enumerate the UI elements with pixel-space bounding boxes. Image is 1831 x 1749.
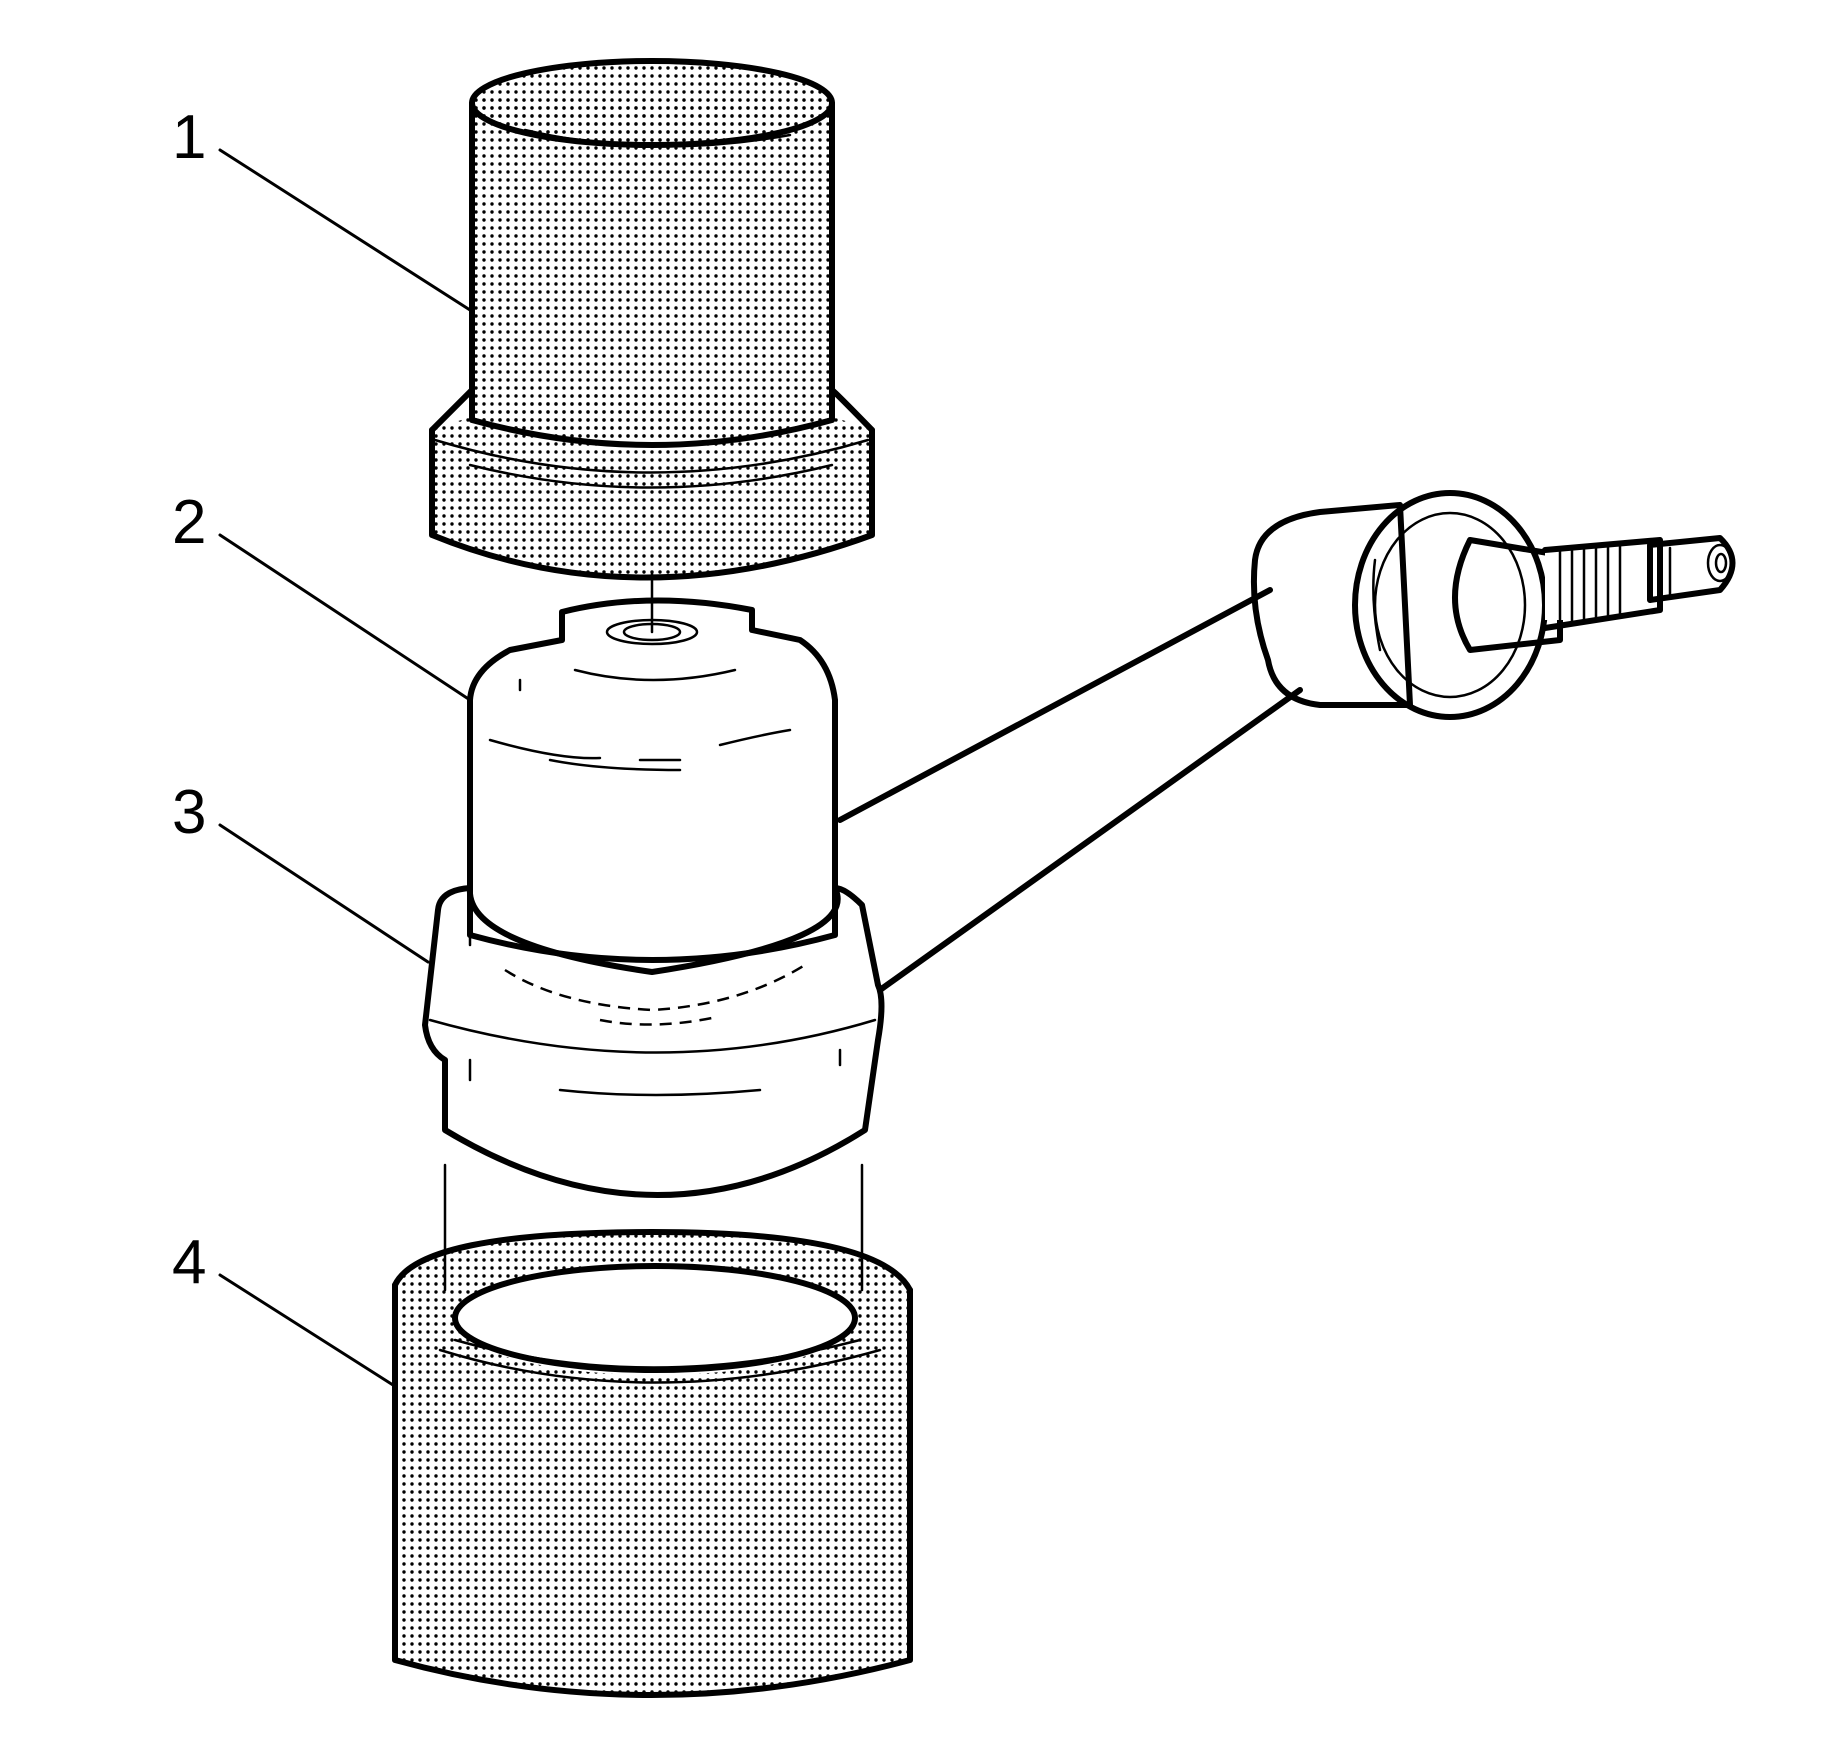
callout-1: 1 — [172, 103, 472, 312]
callout-number: 1 — [172, 103, 206, 172]
press-cup-icon — [429, 58, 875, 581]
control-arm-eye — [422, 885, 885, 1198]
callout-2: 2 — [172, 488, 472, 702]
callout-number: 3 — [172, 778, 206, 847]
bushing-icon — [467, 597, 838, 963]
callout-number: 4 — [172, 1228, 206, 1297]
callout-4: 4 — [172, 1228, 395, 1387]
receiver-cup-icon — [392, 1229, 913, 1698]
callout-3: 3 — [172, 778, 430, 964]
control-arm-icon — [837, 490, 1736, 993]
callout-number: 2 — [172, 488, 206, 557]
